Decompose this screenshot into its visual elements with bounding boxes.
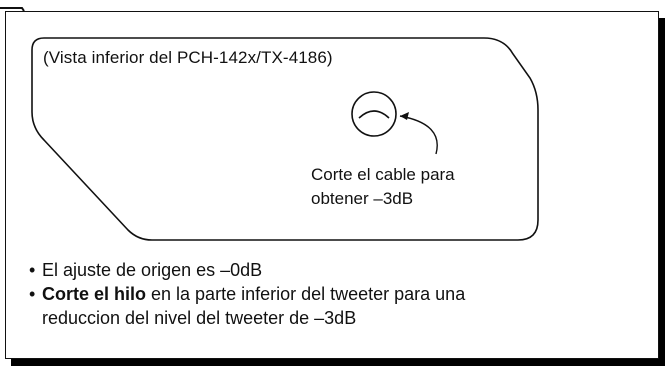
note-cut-text: en la parte inferior del tweeter para un… — [146, 284, 466, 304]
diagram-caption: (Vista inferior del PCH-142x/TX-4186) — [43, 48, 333, 67]
arrowhead-icon — [400, 112, 409, 120]
cut-wire-icon — [351, 91, 397, 137]
top-edge-fragment — [0, 0, 30, 12]
note-default-text: El ajuste de origen es –0dB — [42, 260, 263, 280]
note-cut-wire: Corte el hilo en la parte inferior del t… — [29, 282, 465, 330]
note-default-setting: El ajuste de origen es –0dB — [29, 258, 465, 282]
notes-list: El ajuste de origen es –0dB Corte el hil… — [29, 258, 465, 330]
note-cut-emphasis: Corte el hilo — [42, 284, 147, 304]
pointer-arrow — [399, 115, 438, 155]
note-cut-text-line2: reduccion del nivel del tweeter de –3dB — [42, 308, 357, 328]
cut-instruction-line1: Corte el cable para — [311, 165, 455, 184]
cut-instruction: Corte el cable para obtener –3dB — [311, 163, 455, 211]
tweeter-outline — [31, 37, 539, 241]
cut-instruction-line2: obtener –3dB — [311, 189, 414, 208]
wire-arc — [358, 110, 390, 119]
